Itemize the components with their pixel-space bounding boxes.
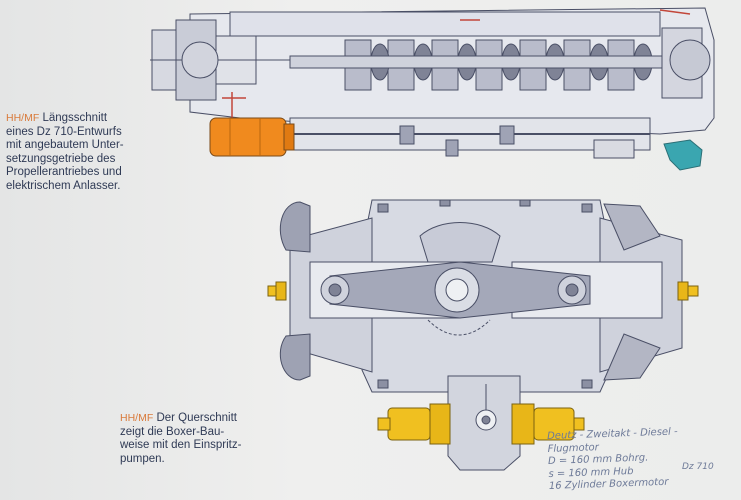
caption-source: HH/MF bbox=[6, 112, 40, 124]
caption-cross-section: HH/MF Der Querschnitt zeigt die Boxer-Ba… bbox=[120, 412, 280, 466]
caption-line: mit angebautem Unter- bbox=[6, 139, 124, 151]
caption-line: weise mit den Einspritz- bbox=[120, 439, 242, 451]
injection-pumps bbox=[267, 281, 699, 445]
electric-starter bbox=[209, 117, 295, 157]
caption-line: Längsschnitt bbox=[42, 112, 108, 124]
caption-line: setzungsgetriebe des bbox=[6, 152, 116, 165]
teal-fitting bbox=[663, 139, 703, 171]
longitudinal-section-drawing bbox=[150, 7, 715, 159]
caption-longitudinal: HH/MF Längsschnitt eines Dz 710-Entwurfs… bbox=[6, 112, 156, 193]
caption-line: pumpen. bbox=[120, 452, 165, 465]
caption-source: HH/MF bbox=[120, 412, 154, 424]
handwritten-drawing-note: Deutz - Zweitakt - Diesel - Flugmotor D … bbox=[547, 425, 719, 493]
drawing-number: Dz 710 bbox=[682, 462, 714, 472]
caption-line: zeigt die Boxer-Bau- bbox=[120, 425, 225, 438]
caption-line: Propellerantriebes und bbox=[6, 166, 122, 178]
caption-line: elektrischem Anlasser. bbox=[6, 179, 121, 192]
caption-line: Der Querschnitt bbox=[156, 412, 237, 424]
cross-section-drawing bbox=[279, 199, 683, 471]
caption-line: eines Dz 710-Entwurfs bbox=[6, 125, 122, 138]
